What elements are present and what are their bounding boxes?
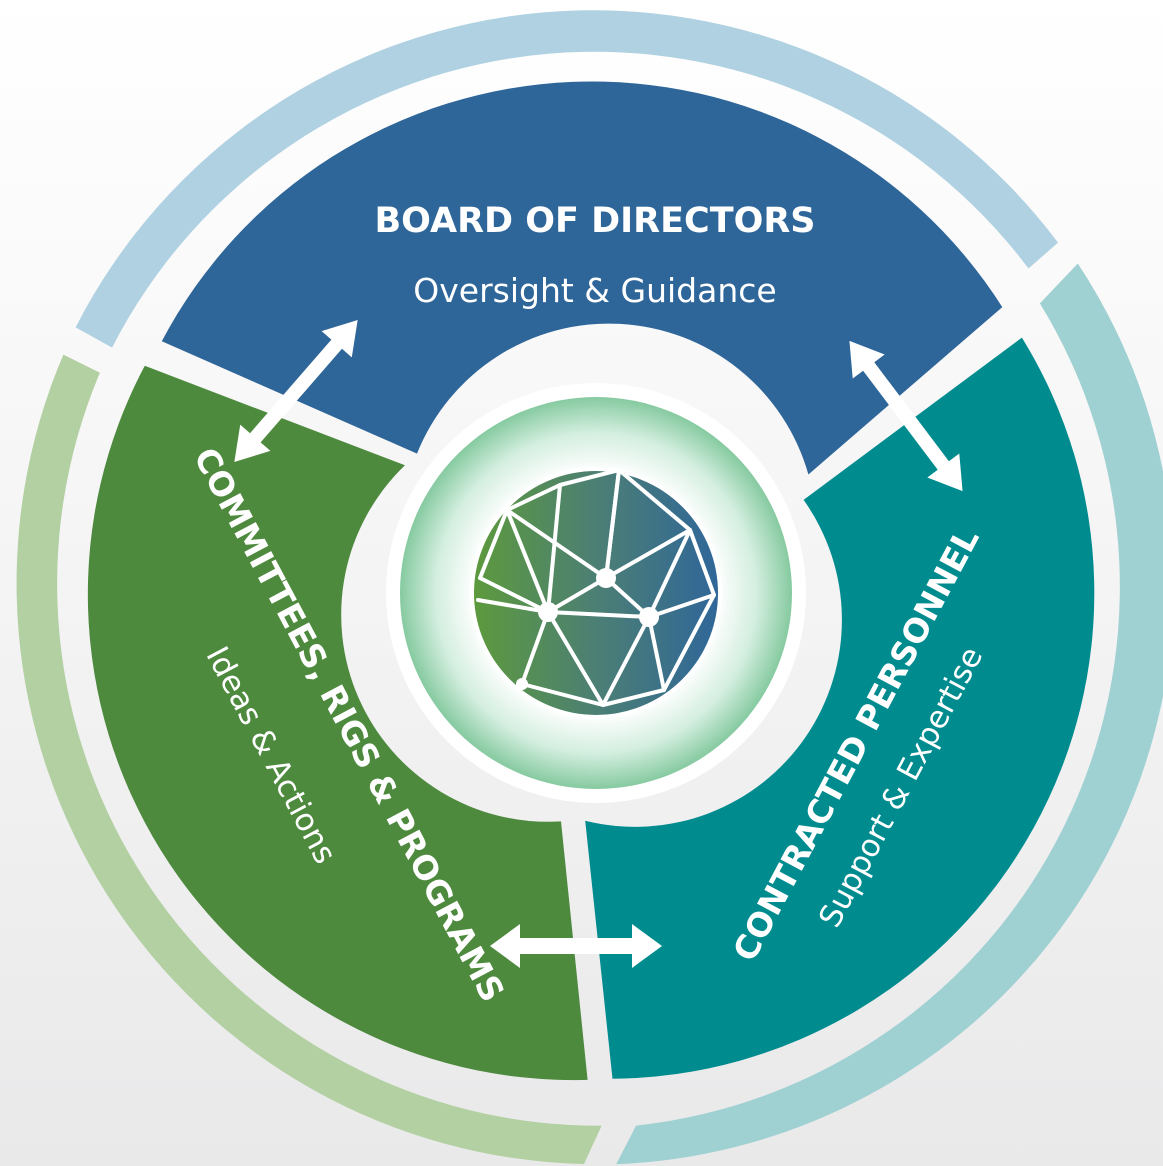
globe-network-icon (470, 467, 722, 719)
double-arrow-icon (490, 924, 662, 968)
committees-rigs-programs-segment (87, 365, 588, 1081)
board-outer-ring (75, 10, 1059, 348)
personnel-outer-ring (616, 263, 1163, 1165)
double-arrow-icon (849, 340, 963, 492)
outer-rings (16, 10, 1163, 1165)
committees-outer-ring (16, 354, 602, 1165)
globe-outline (470, 467, 722, 719)
center-hub (386, 383, 806, 803)
contracted-personnel-segment (585, 337, 1095, 1079)
connection-arrows (234, 320, 963, 968)
committees-personnel-arrow (490, 924, 662, 968)
board-personnel-arrow (849, 340, 963, 492)
globe-nodes (516, 568, 659, 690)
double-arrow-icon (234, 320, 358, 462)
board-subtitle: Oversight & Guidance (413, 271, 776, 310)
board-title: BOARD OF DIRECTORS (374, 201, 815, 241)
board-committees-arrow (234, 320, 358, 462)
main-segments (87, 81, 1095, 1081)
board-of-directors-segment (161, 81, 1003, 475)
